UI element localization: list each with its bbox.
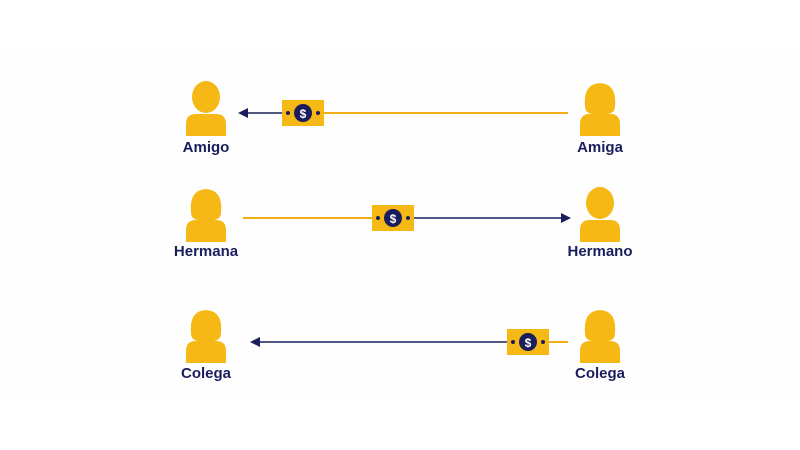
svg-text:$: $ <box>390 212 397 226</box>
money-bill-icon: $ <box>372 205 414 231</box>
money-bill-icon: $ <box>282 100 324 126</box>
person-label: Colega <box>574 365 625 382</box>
male-person-icon <box>183 80 229 136</box>
person-label: Amiga <box>577 139 623 156</box>
person-label: Amigo <box>182 139 230 156</box>
female-person-icon <box>183 186 229 242</box>
arrowhead <box>561 213 571 223</box>
female-person-icon <box>183 307 229 363</box>
female-person-icon <box>577 80 623 136</box>
arrowhead <box>238 108 248 118</box>
svg-text:$: $ <box>525 336 532 350</box>
svg-text:$: $ <box>300 107 307 121</box>
arrowhead <box>250 337 260 347</box>
person-label: Hermana <box>173 243 239 260</box>
male-person-icon <box>577 186 623 242</box>
money-bill-icon: $ <box>507 329 549 355</box>
person-label: Colega <box>180 365 231 382</box>
person-label: Hermano <box>567 243 633 260</box>
female-person-icon <box>577 307 623 363</box>
